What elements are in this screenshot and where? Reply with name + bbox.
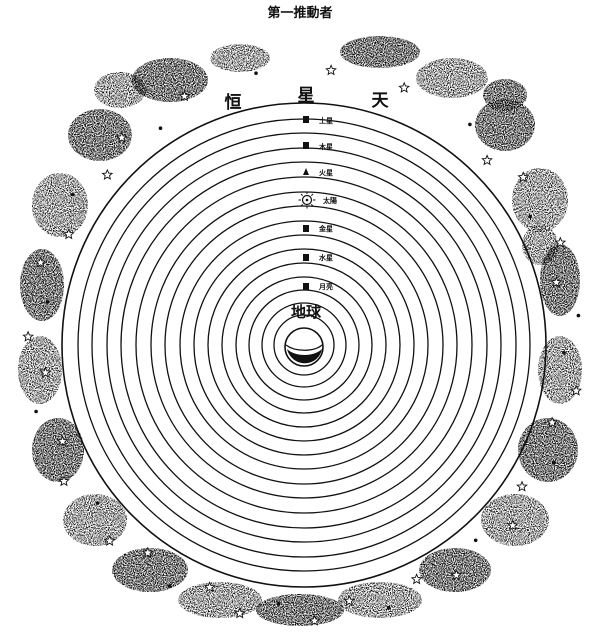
cloud-stipple-icon <box>340 36 420 68</box>
fixed-star-label-heng: 恒 <box>225 92 242 113</box>
cloud-stipple-icon <box>522 225 558 265</box>
cloud-stipple-icon <box>18 336 62 404</box>
star-dot-icon <box>46 300 50 304</box>
cloud-stipple-icon <box>419 548 491 592</box>
star-icon <box>326 65 336 74</box>
star-icon <box>103 170 113 179</box>
earth-globe-icon <box>285 328 323 366</box>
star-icon <box>412 574 422 583</box>
sphere-label-saturn: 土星 <box>319 116 333 125</box>
moon-marker-icon <box>303 283 309 290</box>
jupiter-marker-icon <box>303 142 309 149</box>
sphere-label-jupiter: 木星 <box>318 142 333 151</box>
sphere-label-venus: 金星 <box>318 224 333 233</box>
star-dot-icon <box>34 410 38 414</box>
star-icon <box>399 83 409 92</box>
star-dot-icon <box>71 193 75 197</box>
star-icon <box>482 155 492 164</box>
saturn-marker-icon <box>303 116 309 123</box>
mercury-marker-icon <box>303 254 309 261</box>
sphere-label-moon: 月亮 <box>318 282 333 291</box>
star-dot-icon <box>168 584 172 588</box>
star-dot-icon <box>577 314 581 318</box>
star-icon <box>517 482 527 491</box>
star-dot-icon <box>474 539 478 543</box>
star-dot-icon <box>528 215 532 219</box>
cloud-stipple-icon <box>94 72 146 108</box>
cloud-stipple-icon <box>518 418 578 482</box>
cloud-stipple-icon <box>32 173 88 237</box>
star-dot-icon <box>277 602 281 606</box>
cloud-stipple-icon <box>210 44 270 72</box>
star-dot-icon <box>387 606 391 610</box>
star-dot-icon <box>552 461 556 465</box>
cloud-stipple-icon <box>483 79 527 111</box>
sphere-label-mercury: 水星 <box>319 253 333 262</box>
sphere-label-sun: 太陽 <box>323 196 337 205</box>
star-dot-icon <box>254 71 258 75</box>
earth-label: 地球 <box>291 303 322 321</box>
sphere-label-mars: 火星 <box>319 168 333 177</box>
star-dot-icon <box>159 126 163 130</box>
prime-mover-title: 第一推動者 <box>267 5 332 21</box>
cloud-stipple-icon <box>20 249 64 321</box>
cloud-stipple-icon <box>256 594 344 626</box>
cloud-stipple-icon <box>63 494 127 546</box>
star-dot-icon <box>468 123 472 127</box>
star-dot-icon <box>96 501 100 505</box>
star-dot-icon <box>562 351 566 355</box>
cloud-stipple-icon <box>178 582 262 618</box>
cloud-stipple-icon <box>481 494 549 546</box>
cloud-stipple-icon <box>416 58 488 98</box>
fixed-star-label-tian: 天 <box>372 91 390 111</box>
mars-marker-icon <box>303 168 309 175</box>
venus-marker-icon <box>303 225 309 232</box>
